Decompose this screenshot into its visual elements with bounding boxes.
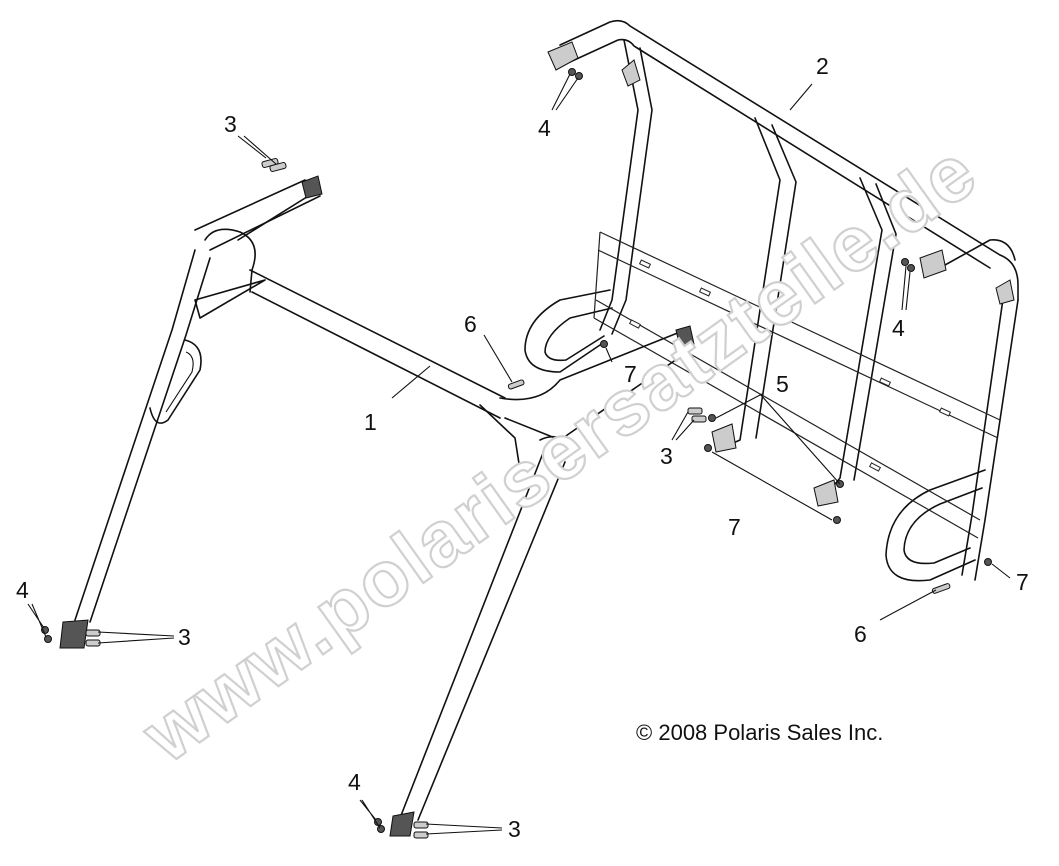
callout-3: 3 bbox=[178, 624, 191, 650]
front-cab-frame bbox=[59, 175, 695, 837]
copyright-notice: © 2008 Polaris Sales Inc. bbox=[636, 720, 883, 746]
leader-lines bbox=[27, 73, 1011, 835]
callout-7: 7 bbox=[1016, 569, 1029, 595]
rear-cab-frame bbox=[524, 19, 1019, 582]
callout-4: 4 bbox=[538, 115, 551, 141]
callout-7: 7 bbox=[624, 361, 637, 387]
hardware bbox=[41, 68, 992, 839]
copyright-symbol: © bbox=[636, 720, 653, 745]
callout-4: 4 bbox=[348, 769, 361, 795]
callout-7: 7 bbox=[728, 514, 741, 540]
callout-1: 1 bbox=[364, 409, 377, 435]
callout-6: 6 bbox=[464, 311, 477, 337]
callout-6: 6 bbox=[854, 621, 867, 647]
callout-3: 3 bbox=[508, 816, 521, 842]
callout-4: 4 bbox=[16, 577, 29, 603]
copyright-text: 2008 Polaris Sales Inc. bbox=[658, 720, 884, 745]
callouts: 1 2 3 3 3 3 4 4 4 4 5 6 6 7 7 7 bbox=[16, 53, 1029, 842]
callout-5: 5 bbox=[776, 371, 789, 397]
callout-3: 3 bbox=[660, 443, 673, 469]
callout-3: 3 bbox=[224, 111, 237, 137]
callout-4: 4 bbox=[892, 315, 905, 341]
callout-2: 2 bbox=[816, 53, 829, 79]
